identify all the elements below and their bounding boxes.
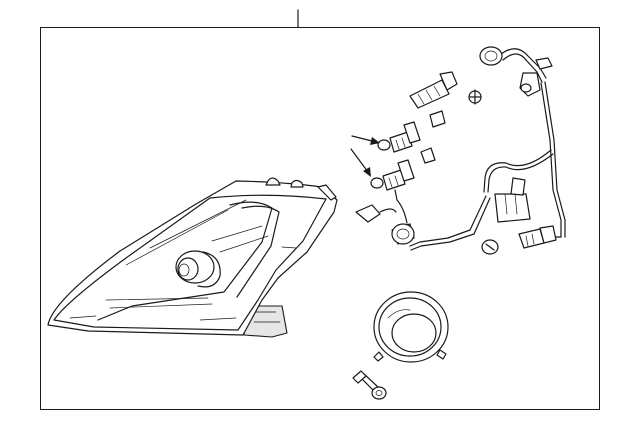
bulb-side-marker [409, 71, 458, 109]
bulb-turn [481, 225, 557, 255]
callout-arrow-low-beam [350, 148, 371, 177]
bulb-high-beam [377, 121, 421, 153]
bulb-park [468, 89, 482, 105]
diagram-frame [40, 27, 600, 410]
headlamp-projector [175, 250, 215, 284]
mounting-bolt [352, 370, 387, 400]
clip [420, 110, 446, 164]
headlamp-lens [53, 194, 327, 331]
callout-arrow-high-beam [351, 135, 380, 145]
headlamp-assembly [47, 177, 338, 338]
wiring-harness [355, 46, 566, 251]
bulb-low-beam [370, 159, 415, 191]
ballast [494, 193, 531, 223]
projector-lens [373, 291, 449, 363]
